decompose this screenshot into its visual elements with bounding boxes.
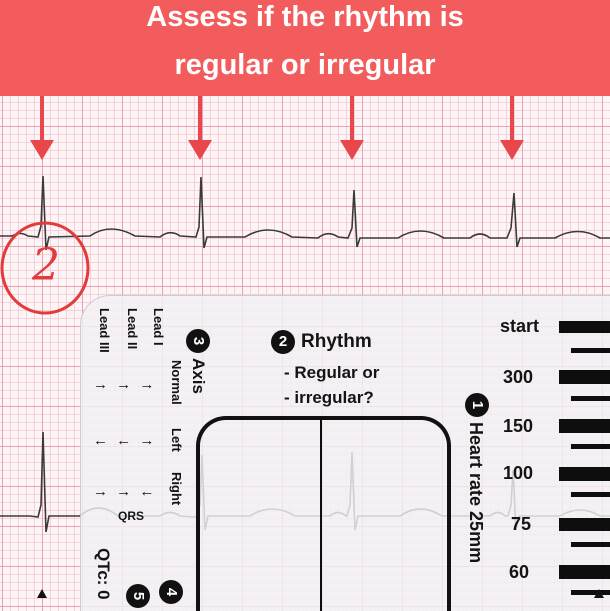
measurement-window <box>196 416 451 611</box>
lead-label-1: Lead I <box>151 308 166 346</box>
ecg-trace-upper <box>0 175 610 251</box>
rate-bar-75 <box>559 518 610 531</box>
arrow-head-3 <box>340 140 364 160</box>
rate-bar-start <box>559 321 610 333</box>
section-2-badge: 2 <box>271 330 295 354</box>
rate-scale-75: 75 <box>511 514 532 534</box>
title-banner: Assess if the rhythm is regular or irreg… <box>0 0 610 96</box>
marker-triangle-left <box>37 589 47 598</box>
marker-triangle-right <box>594 589 604 598</box>
rhythm-option-irregular: - irregular? <box>284 388 374 407</box>
rate-tick <box>571 492 610 497</box>
axis-left: Left <box>169 428 184 452</box>
rate-bar-60 <box>559 565 610 579</box>
rate-scale-60: 60 <box>509 562 530 582</box>
section-5-badge: 5 <box>126 584 150 608</box>
banner-line-2: regular or irregular <box>174 49 436 81</box>
axis-right: Right <box>169 472 184 506</box>
section-4-badge: 4 <box>159 580 183 604</box>
qrs-label: QRS <box>118 509 145 523</box>
axis-title: Axis <box>189 358 208 394</box>
rhythm-title: Rhythm <box>301 331 372 352</box>
rate-bar-300 <box>559 370 610 384</box>
handwritten-number: 2 <box>32 240 60 291</box>
banner-line-1: Assess if the rhythm is <box>146 1 464 33</box>
red-arrows <box>30 94 524 160</box>
qtc-label: QTc: 0 <box>94 548 113 600</box>
section-3-badge: 3 <box>186 329 210 353</box>
heart-rate-title: Heart rate 25mm <box>466 422 486 564</box>
rate-bar-100 <box>559 467 610 481</box>
section-1-badge: 1 <box>465 393 489 417</box>
handwritten-circle <box>0 221 90 315</box>
rate-scale-100: 100 <box>503 463 534 483</box>
lead-label-3: Lead III <box>97 308 112 353</box>
axis-arrows-right: → → ← <box>93 483 157 500</box>
arrow-head-1 <box>30 140 54 160</box>
rate-tick <box>571 444 610 449</box>
arrow-head-4 <box>500 140 524 160</box>
arrow-head-2 <box>188 140 212 160</box>
rate-tick <box>571 396 610 401</box>
rate-bar-150 <box>559 419 610 433</box>
rate-tick <box>571 542 610 547</box>
rate-scale-150: 150 <box>503 416 534 436</box>
axis-arrows-normal: → → → <box>93 376 157 393</box>
ecg-ruler-overlay: Lead I Lead II Lead III → → → ← ← → → → … <box>80 295 610 611</box>
lead-label-2: Lead II <box>125 308 140 350</box>
window-center-line <box>320 418 322 611</box>
rhythm-option-regular: - Regular or <box>284 363 380 382</box>
axis-normal: Normal <box>169 360 184 405</box>
rate-scale-300: 300 <box>503 367 534 387</box>
rate-scale-start: start <box>500 316 540 336</box>
axis-arrows-left: ← ← → <box>93 432 157 449</box>
rate-tick <box>571 348 610 353</box>
rate-tick <box>571 590 610 595</box>
